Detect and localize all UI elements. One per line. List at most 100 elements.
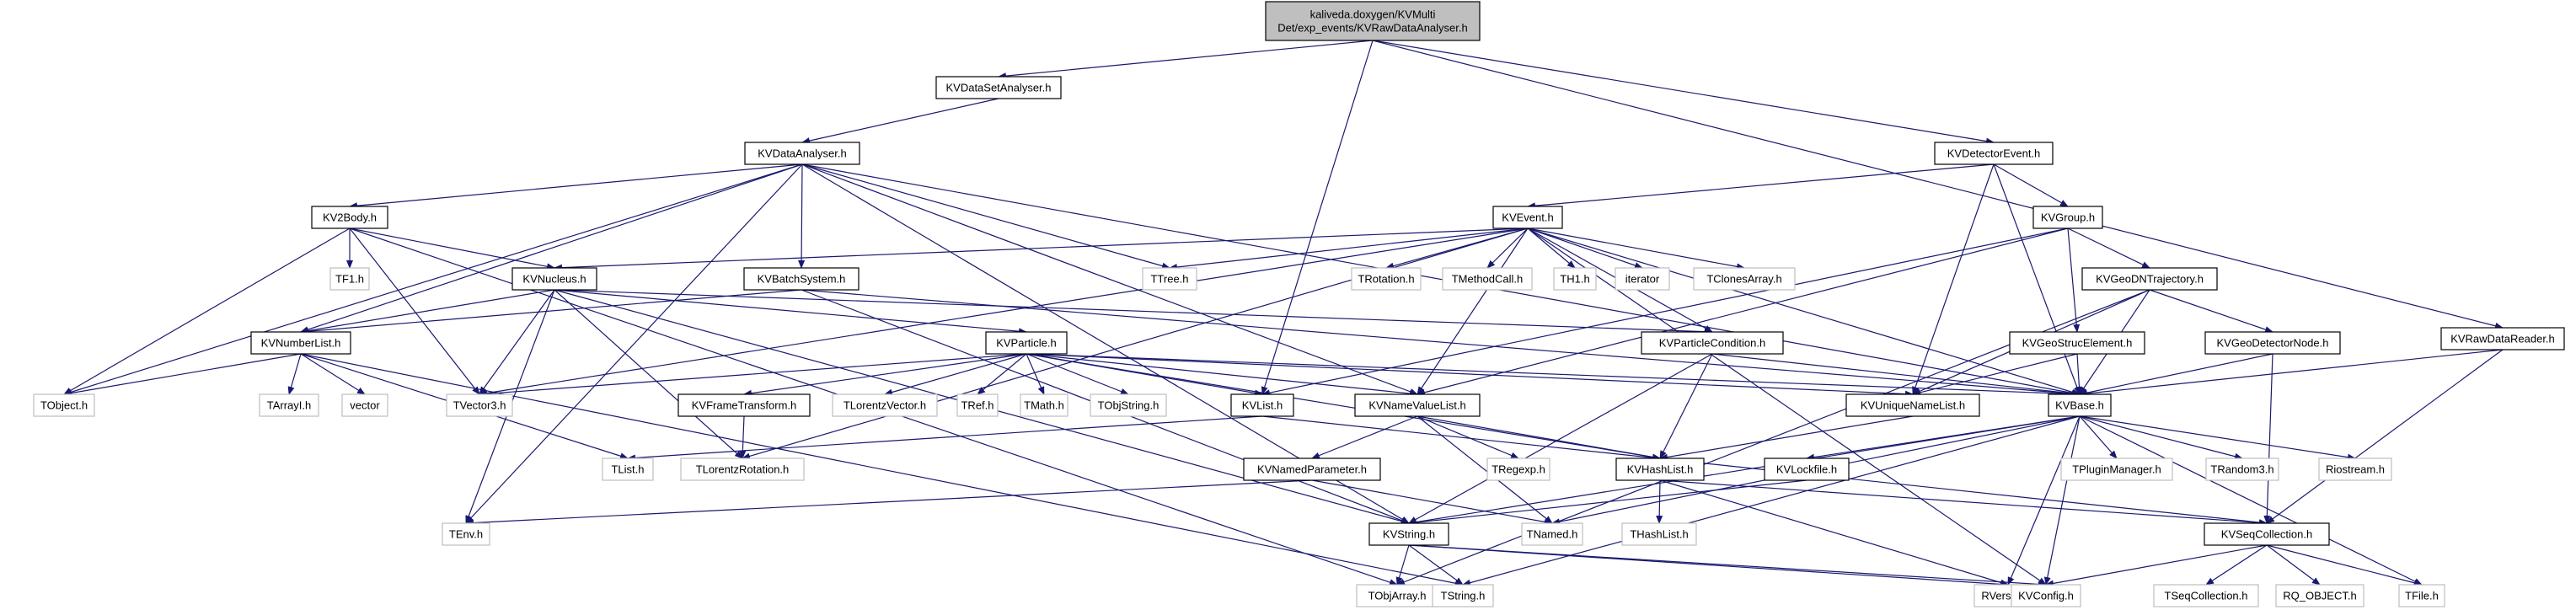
dependency-edge	[1408, 353, 1713, 524]
node-box	[1845, 393, 1980, 417]
node-kvnucleus[interactable]: KVNucleus.h	[511, 267, 597, 291]
node-box	[1351, 267, 1422, 291]
dependency-edge	[1311, 479, 1553, 526]
node-kvevent[interactable]: KVEvent.h	[1492, 206, 1563, 229]
dependency-edge	[2079, 415, 2243, 460]
dependency-edge	[1417, 227, 1529, 395]
node-kvgroup[interactable]: KVGroup.h	[2032, 206, 2103, 229]
node-label: KVLockfile.h	[1776, 463, 1837, 476]
node-label: KVNameValueList.h	[1368, 399, 1465, 412]
node-box	[1764, 458, 1850, 481]
node-box	[2398, 584, 2445, 607]
node-box	[680, 458, 805, 481]
node-tpluginmanager: TPluginManager.h	[2060, 458, 2173, 481]
node-tstring: TString.h	[1432, 584, 1494, 607]
node-tmethodcall: TMethodCall.h	[1442, 267, 1533, 291]
dependency-edge	[1659, 479, 2268, 527]
node-label: KVGroup.h	[2041, 211, 2095, 224]
node-box	[1142, 267, 1197, 291]
node-box	[1492, 206, 1563, 229]
node-kvgeodntrajectory[interactable]: KVGeoDNTrajectory.h	[2081, 267, 2218, 291]
dependency-edge	[1408, 479, 1807, 527]
node-kvdatasetanalyser[interactable]: KVDataSetAnalyser.h	[935, 76, 1062, 99]
dependency-edge	[798, 163, 806, 269]
node-label: KVNamedParameter.h	[1257, 463, 1367, 476]
node-tf1: TF1.h	[329, 267, 370, 291]
node-kvdetectorevent[interactable]: KVDetectorEvent.h	[1934, 142, 2054, 165]
dependency-edge	[1408, 544, 2047, 588]
node-box	[956, 393, 999, 417]
node-kvframetransform[interactable]: KVFrameTransform.h	[677, 393, 811, 417]
node-rq-object: RQ_OBJECT.h	[2275, 584, 2364, 607]
dependency-edge	[63, 163, 803, 396]
node-label: TH1.h	[1560, 273, 1589, 286]
node-kv2body[interactable]: KV2Body.h	[311, 206, 388, 229]
node-box	[1693, 267, 1796, 291]
dependency-edge	[1026, 353, 1914, 398]
node-label: Riostream.h	[2326, 463, 2385, 476]
dependency-edge	[554, 289, 743, 459]
node-kvgeostrucelement[interactable]: KVGeoStrucElement.h	[2009, 331, 2145, 355]
node-label: TArrayI.h	[267, 399, 312, 412]
node-kvnamedparameter[interactable]: KVNamedParameter.h	[1243, 458, 1381, 481]
node-label: KVNucleus.h	[522, 273, 586, 286]
dependency-edge	[63, 227, 351, 395]
node-kvnamevaluelist[interactable]: KVNameValueList.h	[1354, 393, 1481, 417]
node-kvrawdatareader[interactable]: KVRawDataReader.h	[2440, 327, 2565, 350]
dependency-edge	[1659, 353, 1713, 459]
node-box	[1230, 393, 1294, 417]
node-kvseqcollection[interactable]: KVSeqCollection.h	[2204, 522, 2330, 546]
node-kvgeodetectornode[interactable]: KVGeoDetectorNode.h	[2204, 331, 2341, 355]
node-box	[1020, 393, 1068, 417]
node-label: TList.h	[611, 463, 644, 476]
node-kvlist[interactable]: KVList.h	[1230, 393, 1294, 417]
node-kvparticle[interactable]: KVParticle.h	[985, 331, 1068, 355]
dependency-edge	[2263, 353, 2273, 524]
node-box	[341, 393, 388, 417]
dependency-edge	[977, 353, 1027, 395]
node-tref: TRef.h	[956, 393, 999, 417]
node-label: KVParticle.h	[996, 337, 1057, 350]
node-kvnumberlist[interactable]: KVNumberList.h	[250, 331, 351, 355]
dependency-edge	[2007, 415, 2081, 586]
dependency-edge	[1026, 353, 1418, 398]
node-kvhashlist[interactable]: KVHashList.h	[1615, 458, 1705, 481]
node-kvlockfile[interactable]: KVLockfile.h	[1764, 458, 1850, 481]
dependency-edge	[2045, 544, 2268, 587]
dependency-edge	[479, 353, 1027, 398]
dependency-edge	[287, 353, 302, 395]
node-label: TSeqCollection.h	[2165, 590, 2248, 602]
dependency-edge	[1408, 544, 1464, 586]
node-box	[329, 267, 370, 291]
node-label: KVHashList.h	[1627, 463, 1694, 476]
node-label: TLorentzVector.h	[843, 399, 926, 412]
dependency-edge	[2067, 227, 2081, 333]
node-kvstring[interactable]: KVString.h	[1368, 522, 1449, 546]
node-box	[2204, 331, 2341, 355]
node-kvparticlecondition[interactable]: KVParticleCondition.h	[1641, 331, 1784, 355]
node-label: TLorentzRotation.h	[696, 463, 790, 476]
node-riostream: Riostream.h	[2318, 458, 2392, 481]
node-label: KVDataSetAnalyser.h	[945, 82, 1051, 94]
dependency-edge	[1395, 544, 1410, 586]
dependency-edge	[1993, 163, 2081, 395]
node-label: TClonesArray.h	[1706, 273, 1781, 286]
dependency-edge	[1311, 415, 1418, 459]
node-tobject: TObject.h	[33, 393, 95, 417]
node-trotation: TRotation.h	[1351, 267, 1422, 291]
node-label: TRotation.h	[1358, 273, 1414, 286]
node-label: TFile.h	[2405, 590, 2439, 602]
edge-layer	[63, 40, 2504, 588]
node-kvbatchsystem[interactable]: KVBatchSystem.h	[743, 267, 860, 291]
node-kvdataanalyser[interactable]: KVDataAnalyser.h	[744, 142, 860, 165]
node-kvuniquenamelist[interactable]: KVUniqueNameList.h	[1845, 393, 1980, 417]
node-box	[2081, 267, 2218, 291]
node-tobjarray: TObjArray.h	[1356, 584, 1438, 607]
dependency-edge	[349, 227, 480, 395]
node-kvbase[interactable]: KVBase.h	[2048, 393, 2112, 417]
node-label: KVNumberList.h	[261, 337, 341, 350]
dependency-edge	[884, 353, 1027, 396]
dependency-edge	[1408, 415, 2081, 526]
node-box	[250, 331, 351, 355]
